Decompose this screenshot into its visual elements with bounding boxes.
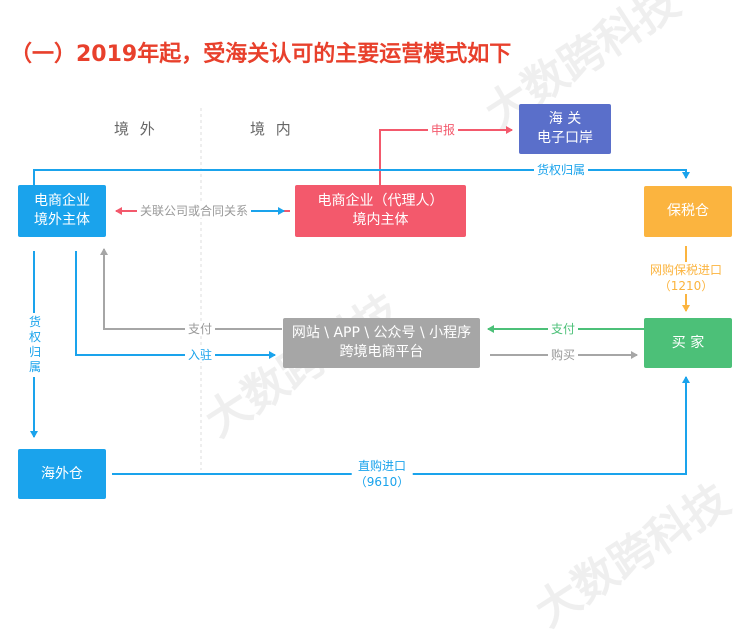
customs-line1: 海 关 bbox=[548, 111, 582, 127]
bonded-import-label: 网购保税进口 （1210） bbox=[646, 262, 726, 294]
region-overseas: 境 外 bbox=[114, 120, 158, 138]
direct-import-line2: （9610） bbox=[354, 475, 410, 489]
purchase-label: 购买 bbox=[548, 348, 579, 362]
direct-import-arrow bbox=[112, 376, 690, 475]
settle-label: 入驻 bbox=[185, 348, 216, 362]
ownership-top-label: 货权归属 bbox=[534, 163, 589, 177]
customs-line2: 电子口岸 bbox=[537, 130, 593, 146]
platform-box: 网站 \ APP \ 公众号 \ 小程序 跨境电商平台 bbox=[283, 318, 480, 368]
overseas-warehouse-label: 海外仓 bbox=[41, 465, 83, 482]
direct-import-line1: 直购进口 bbox=[357, 459, 407, 473]
agent-box: 电商企业（代理人） 境内主体 bbox=[295, 185, 466, 237]
bonded-import-line1: 网购保税进口 bbox=[649, 263, 723, 277]
buyer-box: 买 家 bbox=[644, 318, 732, 368]
ownership-left-char: 权 bbox=[28, 330, 41, 344]
pay-platform-label: 支付 bbox=[185, 322, 216, 336]
bonded-warehouse-label: 保税仓 bbox=[667, 203, 709, 219]
platform-line1: 网站 \ APP \ 公众号 \ 小程序 bbox=[291, 325, 472, 341]
platform-line2: 跨境电商平台 bbox=[339, 344, 424, 360]
overseas-entity-line1: 电商企业 bbox=[34, 193, 90, 209]
bonded-warehouse-box: 保税仓 bbox=[644, 186, 732, 237]
agent-line2: 境内主体 bbox=[352, 212, 409, 228]
ownership-arrow-top bbox=[33, 169, 690, 185]
declare-arrow bbox=[379, 126, 513, 185]
affiliate-label: 关联公司或合同关系 bbox=[137, 204, 252, 218]
pay-platform-arrow bbox=[100, 248, 282, 330]
ownership-left-char: 属 bbox=[28, 360, 41, 374]
declare-label: 申报 bbox=[428, 123, 459, 137]
ownership-left-char: 归 bbox=[28, 345, 41, 359]
overseas-warehouse-box: 海外仓 bbox=[18, 449, 106, 499]
overseas-entity-line2: 境外主体 bbox=[34, 212, 90, 228]
bonded-import-line2: （1210） bbox=[658, 279, 714, 293]
agent-line1: 电商企业（代理人） bbox=[317, 193, 444, 209]
customs-box: 海 关 电子口岸 bbox=[519, 104, 611, 154]
buyer-label: 买 家 bbox=[671, 334, 705, 351]
page-title: （一）2019年起，受海关认可的主要运营模式如下 bbox=[10, 42, 512, 67]
overseas-entity-box: 电商企业 境外主体 bbox=[18, 185, 106, 237]
ownership-left-label: 货 权 归 属 bbox=[26, 313, 44, 377]
direct-import-label: 直购进口 （9610） bbox=[351, 458, 413, 490]
settle-arrow bbox=[75, 251, 276, 359]
ownership-left-char: 货 bbox=[28, 315, 41, 329]
region-domestic: 境 内 bbox=[250, 120, 294, 138]
pay-buyer-label: 支付 bbox=[548, 322, 579, 336]
